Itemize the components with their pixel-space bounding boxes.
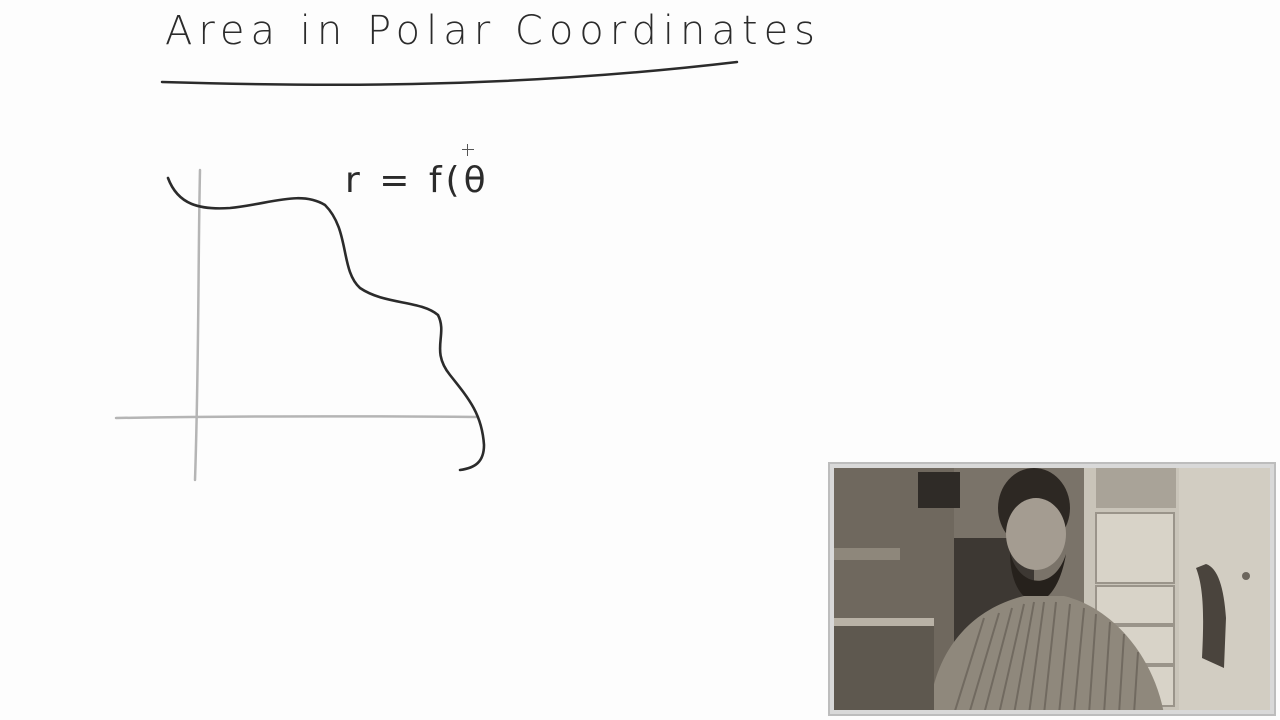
y-axis (193, 168, 202, 482)
crosshair-cursor-icon (462, 144, 474, 156)
page-title: Area in Polar Coordinates (165, 8, 822, 54)
title-underline (160, 60, 739, 87)
polar-curve (166, 176, 486, 472)
x-axis (114, 415, 480, 420)
webcam-video-frame (834, 468, 1270, 710)
equation-label: r = f(θ (345, 160, 490, 201)
webcam-overlay (828, 462, 1276, 716)
webcam-scene (834, 468, 1270, 710)
